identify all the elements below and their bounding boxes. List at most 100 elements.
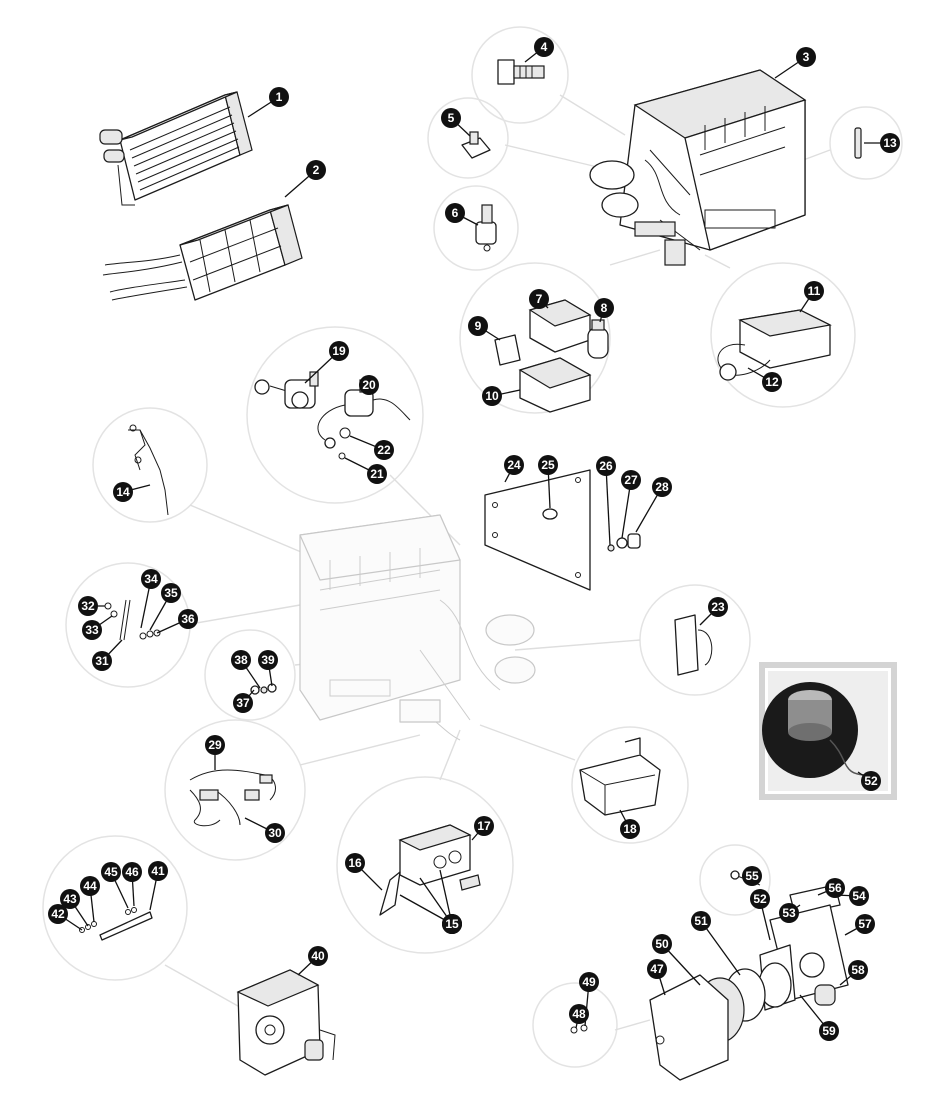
- callout-number: 15: [445, 917, 459, 931]
- detail-circle-control: [336, 776, 514, 954]
- callout-badge: [538, 455, 558, 475]
- clip-part: [854, 127, 862, 159]
- callout-number: 26: [599, 459, 613, 473]
- blower-housing-left: [236, 969, 336, 1076]
- callout-number: 37: [236, 696, 250, 710]
- callout-badge: [345, 853, 365, 873]
- callout-number: 3: [803, 50, 810, 64]
- callout-badge: [849, 886, 869, 906]
- callout-number: 10: [485, 389, 499, 403]
- callout-badge: [579, 972, 599, 992]
- detail-circle-relays: [459, 262, 611, 414]
- actuator-part: [497, 59, 545, 85]
- callout-number: 17: [477, 819, 491, 833]
- callout-badge: [141, 569, 161, 589]
- callout-number: 31: [95, 654, 109, 668]
- callout-badge: [82, 620, 102, 640]
- callout-badge: [861, 771, 881, 791]
- detail-circle-valves: [246, 326, 424, 504]
- detail-circle-harness: [164, 719, 306, 861]
- callout-badge: [621, 470, 641, 490]
- callout-leader-line: [605, 465, 611, 546]
- callout-badge: [306, 160, 326, 180]
- callout-badge: [265, 823, 285, 843]
- callout-badge: [691, 911, 711, 931]
- callout-badge: [762, 372, 782, 392]
- callout-badge: [596, 456, 616, 476]
- motor-photo-inset: [759, 662, 897, 800]
- relay-group: [494, 299, 609, 413]
- washer-nuts: [607, 533, 641, 552]
- callout-number: 49: [582, 975, 596, 989]
- callout-number: 47: [650, 962, 664, 976]
- callout-number: 9: [475, 319, 482, 333]
- callout-number: 46: [125, 865, 139, 879]
- callout-badge: [101, 862, 121, 882]
- callout-badge: [594, 298, 614, 318]
- callout-number: 51: [694, 914, 708, 928]
- callout-number: 58: [851, 963, 865, 977]
- callout-number: 38: [234, 653, 248, 667]
- callout-badge: [796, 47, 816, 67]
- callout-number: 41: [151, 864, 165, 878]
- control-module: [717, 309, 832, 381]
- actuator-motor: [674, 614, 713, 676]
- callout-badge: [445, 203, 465, 223]
- callout-badge: [308, 946, 328, 966]
- callout-number: 48: [572, 1007, 586, 1021]
- rod-parts: [79, 907, 153, 941]
- callout-badge: [779, 903, 799, 923]
- callout-badge: [122, 862, 142, 882]
- callout-number: 45: [104, 865, 118, 879]
- callout-badge: [231, 650, 251, 670]
- callout-badge: [534, 37, 554, 57]
- callout-badge: [148, 861, 168, 881]
- callout-number: 42: [51, 907, 65, 921]
- detail-circle-sensor: [427, 97, 509, 179]
- heater-radiator: [102, 204, 303, 301]
- callout-badge: [742, 866, 762, 886]
- callout-badge: [855, 914, 875, 934]
- callout-number: 34: [144, 572, 158, 586]
- heater-box-ghost: [299, 514, 536, 741]
- callout-badge: [482, 386, 502, 406]
- heater-box-assembly: [589, 69, 807, 266]
- callout-number: 2: [313, 163, 320, 177]
- callout-badge: [708, 597, 728, 617]
- callout-number: 57: [858, 917, 872, 931]
- callout-badge: [825, 878, 845, 898]
- callout-number: 36: [181, 612, 195, 626]
- callout-number: 44: [83, 879, 97, 893]
- callout-badge: [474, 816, 494, 836]
- small-nuts: [250, 683, 277, 695]
- callout-badge: [819, 1021, 839, 1041]
- callout-number: 13: [883, 136, 897, 150]
- vacuum-switch-part: [475, 204, 497, 252]
- callout-number: 27: [624, 473, 638, 487]
- callout-number: 54: [852, 889, 866, 903]
- callout-badge: [468, 316, 488, 336]
- detail-circle-tray: [571, 726, 689, 844]
- cover-plate: [484, 469, 591, 591]
- callout-number: 52: [753, 892, 767, 906]
- callout-number: 52: [864, 774, 878, 788]
- callout-badge: [880, 133, 900, 153]
- callout-badge: [652, 477, 672, 497]
- callout-number: 21: [370, 467, 384, 481]
- control-unit: [379, 824, 481, 916]
- callout-number: 35: [164, 586, 178, 600]
- detail-circle-module: [710, 262, 856, 408]
- callout-number: 22: [377, 443, 391, 457]
- callout-number: 5: [448, 111, 455, 125]
- callout-badge: [750, 889, 770, 909]
- callout-badge: [178, 609, 198, 629]
- callout-badge: [269, 87, 289, 107]
- callout-badge: [205, 735, 225, 755]
- detail-circle-lever: [92, 407, 208, 523]
- callout-number: 14: [116, 485, 130, 499]
- callout-number: 18: [623, 822, 637, 836]
- callout-badge: [504, 455, 524, 475]
- callout-badge: [80, 876, 100, 896]
- callout-badge: [233, 693, 253, 713]
